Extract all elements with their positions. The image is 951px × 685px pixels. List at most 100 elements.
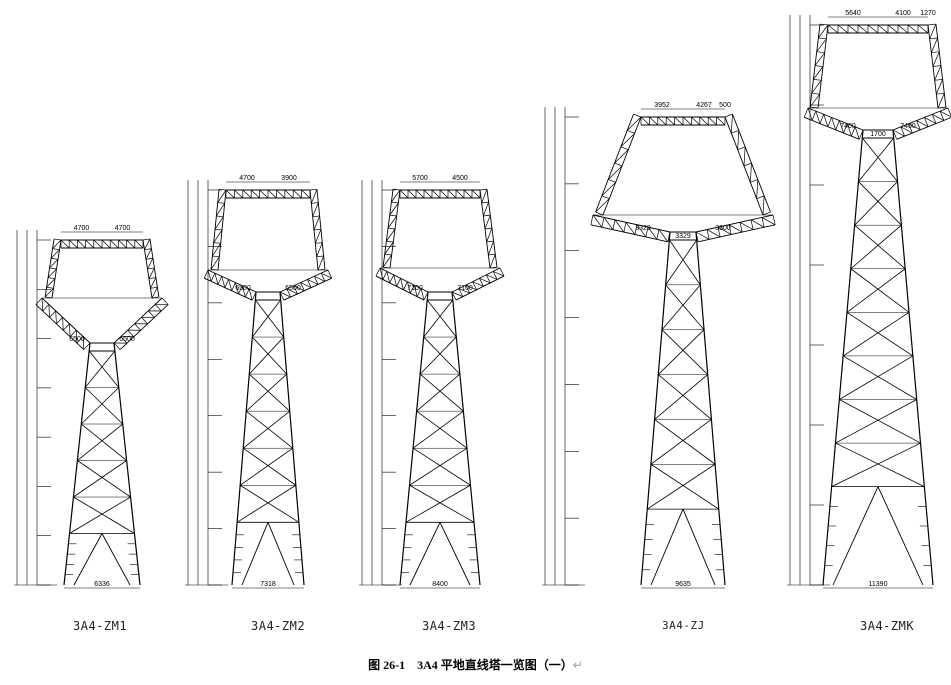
dimension-label: 6336 [94,581,110,588]
truss-diagonal [486,227,493,243]
truss-diagonal [47,268,57,278]
v-brace [267,522,295,586]
dimension-label: 7318 [260,581,276,588]
x-brace [416,373,461,412]
truss-diagonal [877,24,889,34]
truss-diagonal [929,23,937,39]
v-brace [439,522,471,586]
truss-diagonal [739,221,754,230]
truss-diagonal [213,229,223,243]
truss-diagonal [934,65,942,81]
truss-chord [41,297,91,344]
dimension-label: 6500 [285,285,301,292]
truss-strut [203,269,209,279]
x-brace [73,496,135,534]
truss-strut [458,288,464,297]
x-brace [73,460,127,498]
truss-strut [900,126,905,137]
dimension-label: 7100 [457,285,473,292]
tower-label-zm3: 3A4-ZM3 [422,619,477,633]
truss-strut [737,146,746,150]
leg [640,231,671,586]
truss-strut [827,117,832,127]
truss-diagonal [225,189,235,199]
truss-diagonal [44,288,54,298]
truss-diagonal [737,130,740,150]
truss-diagonal [77,239,86,249]
x-brace [245,373,287,412]
leg [822,129,864,586]
truss-strut [479,278,484,287]
truss-diagonal [400,278,404,290]
x-brace [661,329,708,375]
truss-strut [645,227,649,237]
truss-strut [843,123,848,134]
x-brace [255,299,285,338]
truss-strut [819,114,825,124]
truss-strut [144,248,152,251]
truss-diagonal [640,116,650,126]
truss-diagonal [75,330,78,344]
truss-chord [119,304,169,350]
truss-diagonal [907,24,919,34]
truss-diagonal [455,189,465,199]
v-brace [73,533,103,586]
truss-diagonal [818,24,829,39]
x-brace [248,336,284,375]
truss-strut [389,274,395,284]
dimension-label: 4700 [239,175,255,182]
truss-diagonal [595,198,610,213]
truss-diagonal [68,239,78,249]
truss-diagonal [216,203,225,217]
truss-diagonal [384,241,394,255]
truss-diagonal [924,117,937,124]
truss-strut [724,113,733,118]
truss-diagonal [647,226,658,240]
truss-strut [820,23,829,26]
truss-strut [403,281,408,290]
truss-diagonal [101,239,111,249]
truss-strut [484,227,492,230]
truss-diagonal [756,179,759,199]
truss-strut [931,114,937,124]
truss-strut [113,342,121,350]
truss-chord [35,304,85,350]
truss-diagonal [207,269,212,282]
truss-strut [231,282,236,291]
dimension-label: 3329 [635,225,651,232]
truss-strut [213,242,221,244]
truss-strut [634,224,638,235]
truss-diagonal [423,189,433,199]
truss-strut [499,267,505,277]
v-brace [682,508,716,586]
truss-diagonal [293,285,305,292]
truss-strut [818,37,827,40]
v-brace [877,486,924,586]
truss-diagonal [221,276,226,288]
truss-strut [731,130,739,134]
truss-diagonal [465,284,477,291]
truss-diagonal [41,297,44,312]
v-brace [409,522,441,586]
truss-diagonal [301,189,311,199]
truss-strut [389,214,397,217]
truss-diagonal [85,239,95,249]
truss-diagonal [93,239,103,249]
dimension-label: 4500 [452,175,468,182]
x-brace [654,419,716,465]
truss-strut [245,288,250,298]
truss-diagonal [847,24,859,34]
truss-diagonal [386,271,391,283]
truss-strut [633,113,642,118]
x-brace [77,423,123,461]
truss-strut [416,288,422,297]
truss-diagonal [827,24,839,34]
truss-diagonal [717,226,732,235]
x-brace [77,460,131,498]
dimension-label: 3300 [715,225,731,232]
truss-diagonal [706,229,721,238]
x-brace [426,299,457,338]
truss-strut [728,224,732,235]
